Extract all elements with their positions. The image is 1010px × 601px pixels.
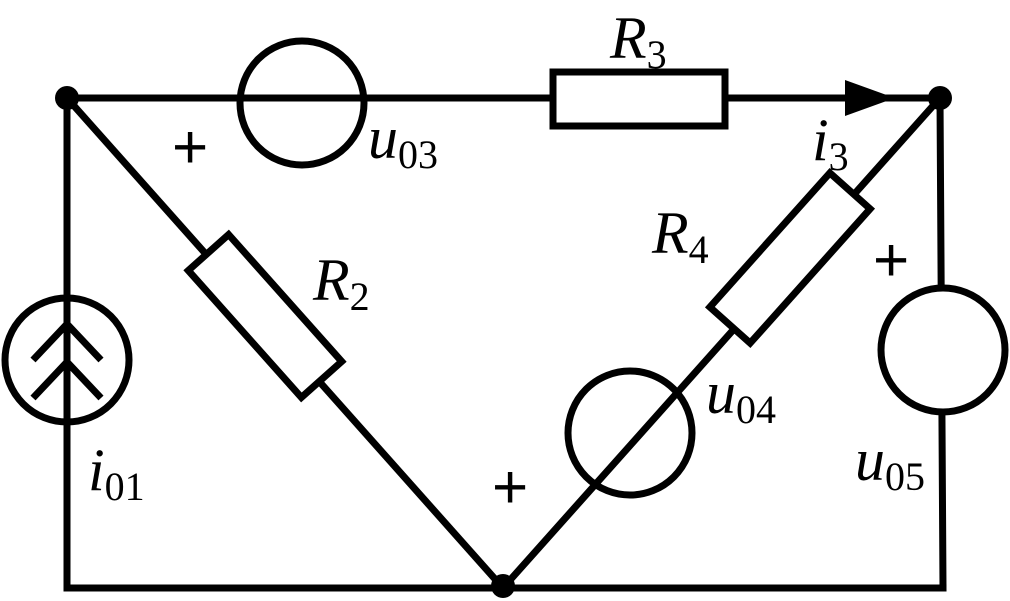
node-top-left <box>55 86 79 110</box>
wire-diag-right <box>498 93 945 593</box>
label-u04: u04 <box>706 360 776 432</box>
current-source-chevron-upper-icon <box>30 318 104 363</box>
label-r2: R2 <box>312 247 370 319</box>
voltage-source-u04 <box>564 367 696 499</box>
current-arrow-i3 <box>845 80 895 116</box>
label-i3: i3 <box>812 107 849 179</box>
current-source-i01 <box>1 294 133 429</box>
current-source-chevron-lower-icon <box>30 356 104 401</box>
label-u03: u03 <box>368 105 438 177</box>
label-r4: R4 <box>651 200 709 272</box>
u03-plus-sign: + <box>172 113 208 182</box>
label-r3: R3 <box>609 5 667 77</box>
node-top-right <box>928 86 952 110</box>
label-i01: i01 <box>88 437 145 509</box>
resistor-r4 <box>704 167 876 349</box>
resistor-r3 <box>549 68 729 130</box>
label-u05: u05 <box>855 427 925 499</box>
resistor-r2 <box>183 229 347 403</box>
u05-plus-sign: + <box>873 226 909 295</box>
node-bottom <box>491 574 515 598</box>
u04-plus-sign: + <box>492 453 528 522</box>
voltage-source-u05 <box>877 284 1009 416</box>
voltage-source-u03 <box>236 37 368 169</box>
